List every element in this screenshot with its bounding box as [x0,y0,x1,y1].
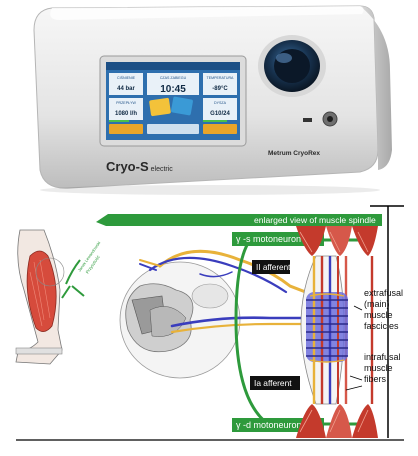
banner-text: enlarged view of muscle spindle [254,215,376,225]
extrafusal-fibers [296,226,378,438]
spindle-icon: Janek Lewandowski Przyszłość [61,240,101,299]
svg-text:(main): (main) [364,299,390,309]
svg-text:muscle: muscle [364,310,393,320]
panel-time-label: CZAS ZABIEGU [160,76,187,80]
ia-afferent-label: Ia afferent [254,378,292,388]
svg-text:extrafusal: extrafusal [364,288,403,298]
extrafusal-label: extrafusal (main) muscle fascicles [364,288,403,331]
arm-illustration [15,229,65,365]
intrafusal-label: intrafusal muscle fibers [364,352,401,384]
touch-screen: CIŚNIENIE 44 bar PRZEPŁYW 1080 l/h CZAS … [106,62,240,140]
nerve-fibers [139,249,318,334]
svg-text:muscle: muscle [364,363,393,373]
panel-flow-label: PRZEPŁYW [116,101,136,105]
manufacturer-logo: Metrum CryoRex [268,150,320,157]
spinal-cord [119,261,241,379]
svg-text:intrafusal: intrafusal [364,352,401,362]
panel-nozzle-label: DYSZA [214,101,227,105]
spindle-capsule [300,255,348,405]
panel-temp-value: -89°C [212,86,228,92]
panel-temp-label: TEMPERATURA [207,76,234,80]
muscle-spindle-diagram: Janek Lewandowski Przyszłość enlarged vi… [15,205,404,441]
ii-afferent-label: II afferent [256,263,291,272]
gamma-s-label: γ -s motoneuron [236,234,301,244]
svg-text:fibers: fibers [364,374,387,384]
panel-pressure-value: 44 bar [117,86,135,92]
usb-port[interactable] [303,118,312,122]
svg-text:fascicles: fascicles [364,321,399,331]
panel-flow-value: 1080 l/h [115,111,137,117]
panel-nozzle-value: G10/24 [210,111,230,117]
enlarged-view-banner: enlarged view of muscle spindle [96,214,382,226]
cryo-device-photo: CIŚNIENIE 44 bar PRZEPŁYW 1080 l/h CZAS … [33,5,392,195]
gamma-d-label: γ -d motoneuron [236,420,302,430]
panel-pressure-label: CIŚNIENIE [117,75,136,80]
panel-time-value: 10:45 [160,84,186,95]
control-knob[interactable] [258,35,326,97]
